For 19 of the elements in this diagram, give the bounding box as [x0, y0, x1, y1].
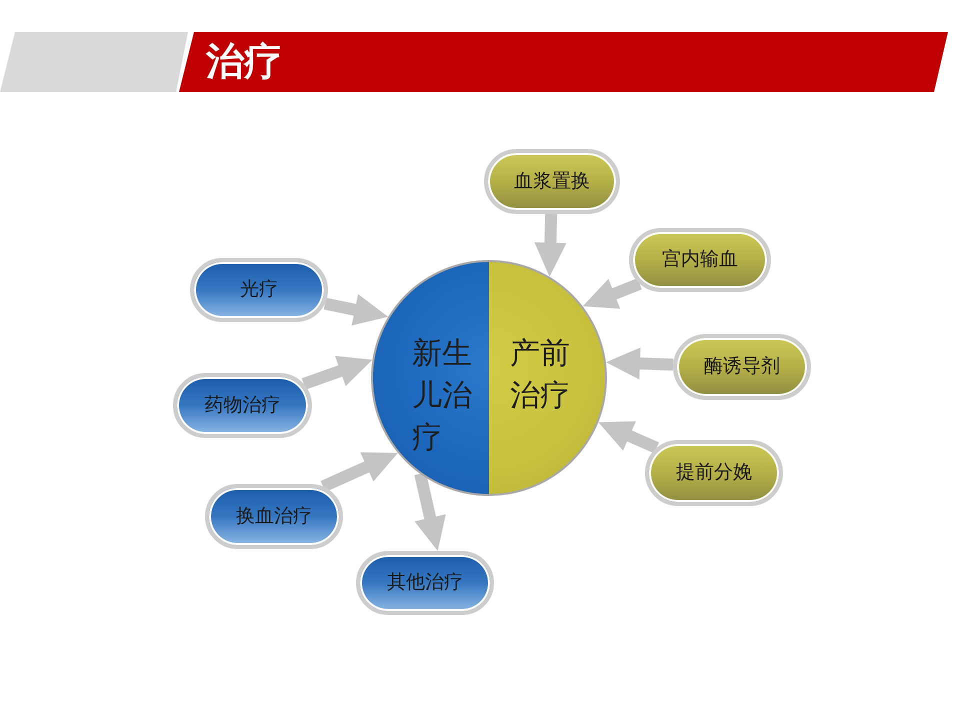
pill-label: 宫内输血 [662, 248, 738, 272]
pill-label: 酶诱导剂 [704, 355, 780, 379]
pill-label: 血浆置换 [514, 170, 590, 194]
arrow [534, 214, 566, 277]
circle-label: 产前治疗 [510, 336, 571, 414]
pill-label: 换血治疗 [236, 504, 312, 528]
rounded-pill [190, 258, 328, 322]
rounded-pill [173, 373, 312, 438]
pill-label: 药物治疗 [204, 394, 280, 418]
pill-label: 其他治疗 [387, 571, 463, 595]
rounded-pill [645, 440, 783, 506]
slide-title: 治疗 [206, 38, 282, 85]
pill-label: 光疗 [240, 278, 278, 302]
arrow [414, 472, 446, 552]
pill-label: 提前分娩 [676, 461, 752, 485]
arrow [606, 347, 674, 380]
arrow [324, 294, 390, 326]
rounded-pill [629, 228, 771, 292]
circle-label: 新生儿治疗 [412, 336, 473, 456]
